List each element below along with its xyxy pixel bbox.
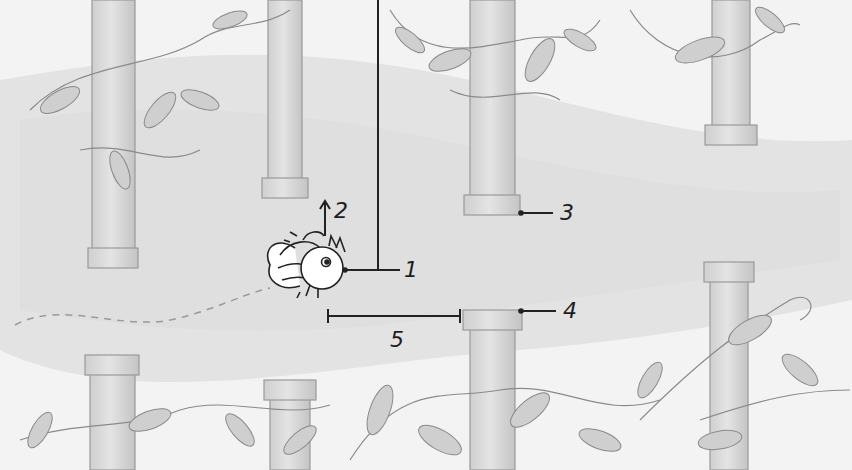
pipes [463, 310, 522, 330]
vines [80, 148, 200, 157]
leaves [392, 23, 429, 57]
leaves [561, 25, 599, 55]
leaves [414, 419, 466, 460]
leaves [672, 32, 728, 69]
pipes [712, 0, 750, 128]
pipes [85, 355, 139, 375]
leaves [126, 404, 174, 436]
callout-lines [320, 201, 330, 209]
leaves [724, 309, 776, 350]
callout-lines [327, 309, 329, 323]
leaves [697, 427, 743, 452]
callout-lines [521, 212, 553, 214]
bird [329, 236, 345, 252]
callout-lines [342, 267, 348, 273]
leaves [221, 410, 259, 451]
pipes [90, 372, 135, 470]
pipes [262, 178, 308, 198]
vines [700, 390, 850, 420]
callout-number: 1 [404, 259, 418, 281]
pipes [88, 248, 138, 268]
bird [297, 285, 318, 298]
callout-number: 4 [563, 300, 577, 322]
bird [322, 258, 331, 267]
bird [325, 260, 329, 264]
leaves [777, 349, 822, 391]
bird [284, 232, 297, 242]
leaves [23, 3, 823, 461]
pipes [264, 380, 316, 400]
leaves [505, 387, 555, 433]
pipes [268, 0, 302, 180]
vines [450, 90, 560, 100]
pipes [705, 125, 757, 145]
vines [20, 405, 330, 440]
pipes [464, 195, 520, 215]
bird [301, 247, 343, 289]
leaves [106, 148, 135, 191]
pipes [85, 0, 757, 470]
callout-lines [320, 0, 556, 323]
leaves [178, 86, 221, 115]
vines [20, 10, 850, 460]
leaves [519, 34, 560, 86]
leaves [280, 421, 321, 459]
pipes [704, 262, 754, 282]
leaves [211, 7, 250, 32]
callout-lines [521, 310, 556, 312]
leaves [576, 424, 624, 456]
leaves [362, 382, 399, 438]
callout-number: 3 [560, 202, 574, 224]
leaves [36, 81, 83, 119]
leaves [752, 3, 789, 37]
callout-lines [324, 203, 326, 236]
callout-lines [328, 315, 460, 317]
leaves [139, 87, 181, 132]
pipes [92, 0, 135, 250]
callout-lines [459, 309, 461, 323]
callout-lines [377, 0, 379, 270]
callout-number: 2 [334, 200, 348, 222]
pipes [470, 328, 515, 470]
leaves [426, 44, 474, 76]
leaves [23, 409, 57, 452]
vines [350, 388, 660, 460]
bird [303, 232, 324, 240]
flight-path [15, 288, 270, 325]
pipes [470, 0, 515, 198]
leaves [633, 359, 667, 402]
callout-number: 5 [390, 329, 404, 351]
callout-lines [345, 269, 400, 271]
bird [268, 232, 345, 298]
